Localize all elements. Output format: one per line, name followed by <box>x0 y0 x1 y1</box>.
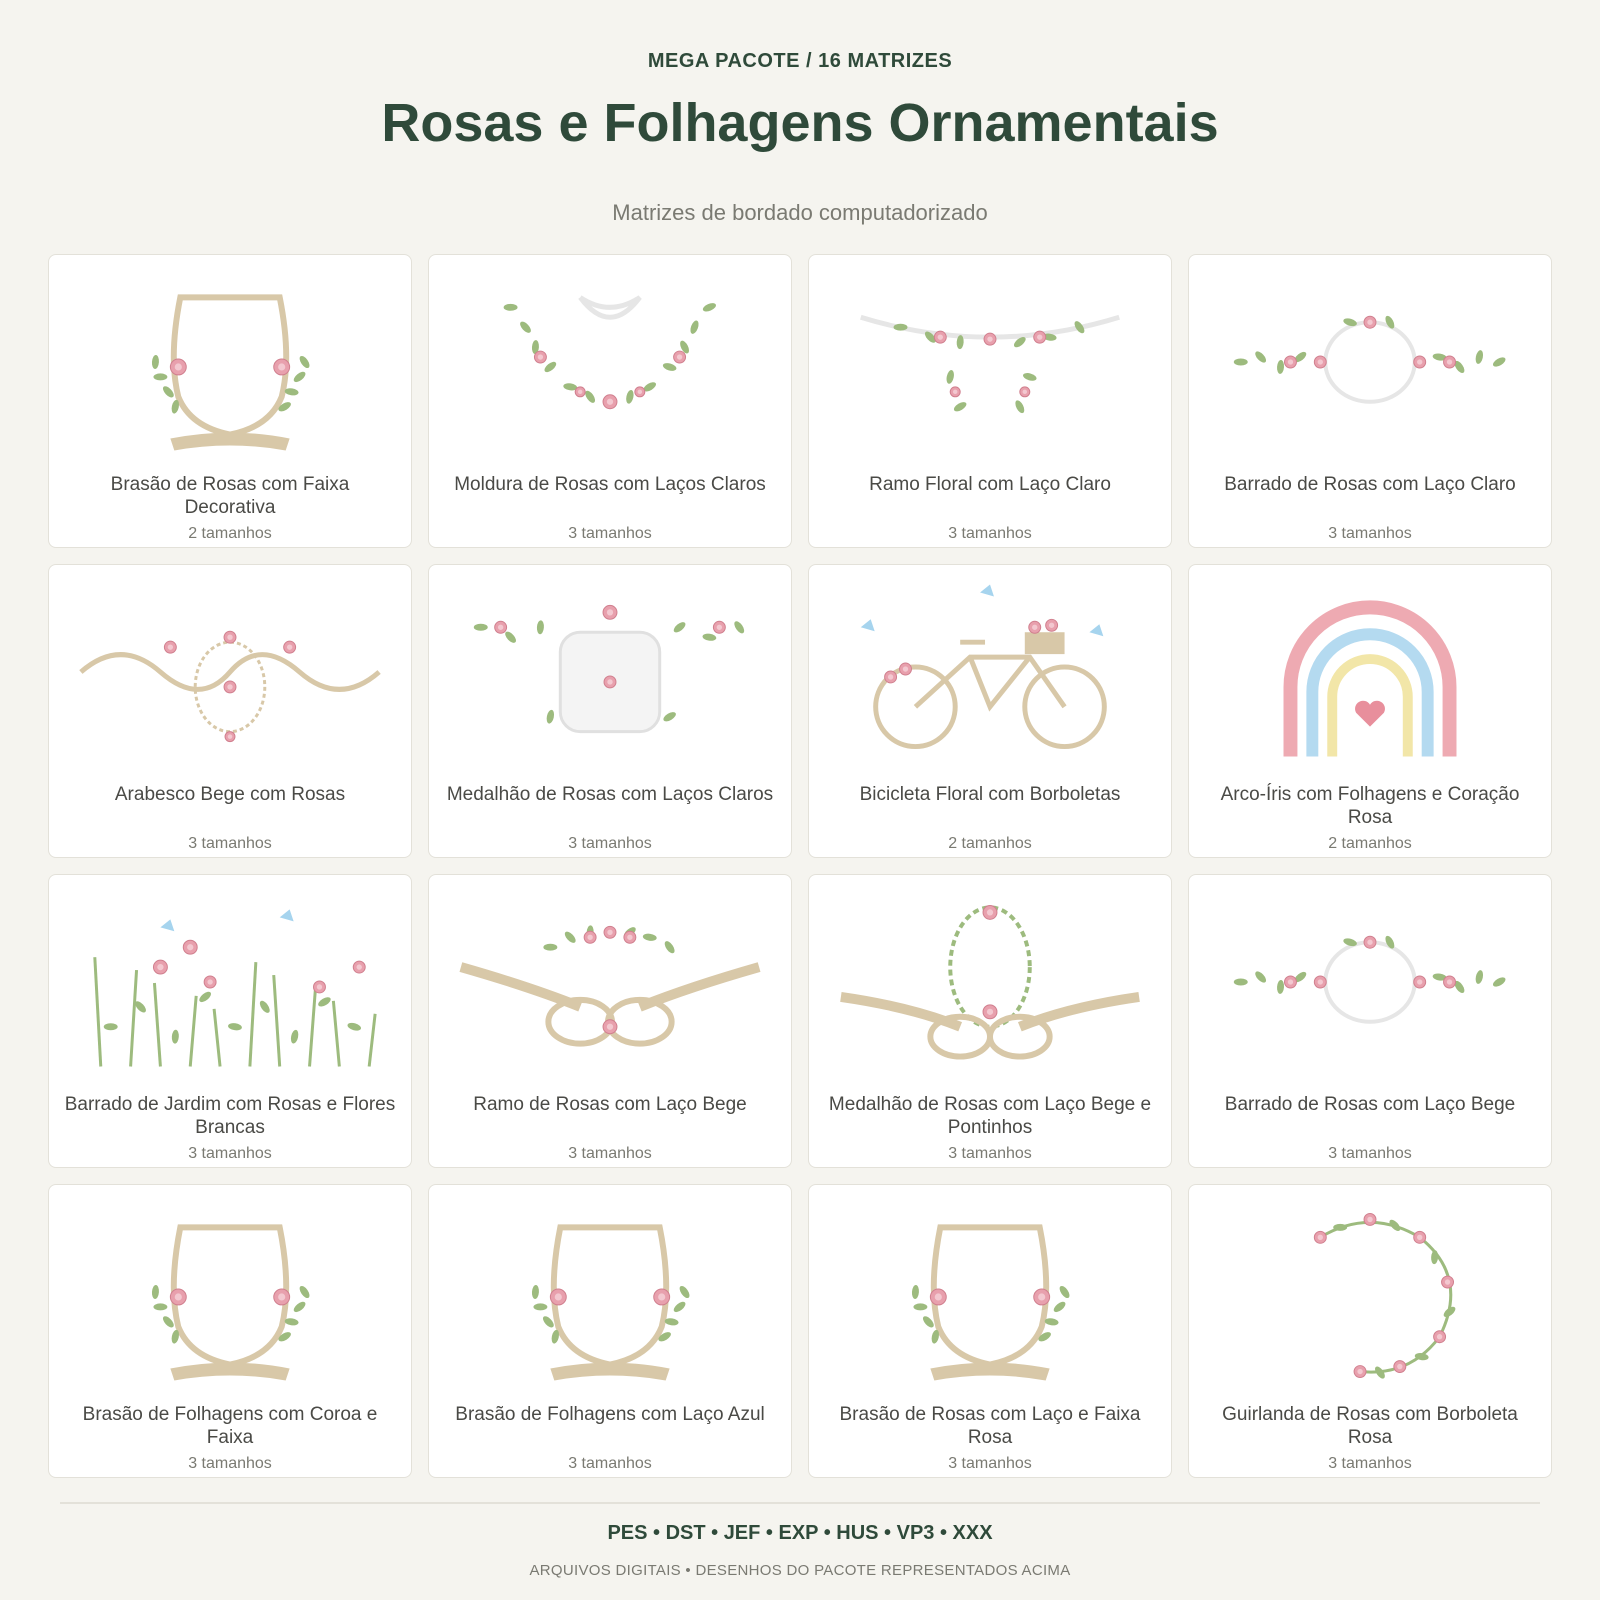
design-illustration <box>1201 887 1539 1077</box>
design-card[interactable]: Ramo de Rosas com Laço Bege 3 tamanhos <box>428 874 792 1168</box>
design-sizes: 3 tamanhos <box>1328 1455 1412 1472</box>
design-sizes: 3 tamanhos <box>568 835 652 852</box>
design-sizes: 3 tamanhos <box>1328 525 1412 542</box>
design-sizes: 3 tamanhos <box>568 525 652 542</box>
design-illustration <box>1201 267 1539 457</box>
design-card[interactable]: Barrado de Rosas com Laço Claro 3 tamanho… <box>1188 254 1552 548</box>
design-name: Moldura de Rosas com Laços Claros <box>454 474 766 495</box>
design-sizes: 3 tamanhos <box>568 1145 652 1162</box>
bowwreath-embroidery-art <box>840 904 1140 1060</box>
arabesque-embroidery-art <box>79 630 381 743</box>
design-name: Arabesco Bege com Rosas <box>114 784 346 805</box>
bicycle-embroidery-art <box>860 584 1107 750</box>
design-sizes: 2 tamanhos <box>188 525 272 542</box>
pack-kicker: MEGA PACOTE / 16 MATRIZES <box>647 50 953 72</box>
medallion-embroidery-art <box>473 604 745 734</box>
design-illustration <box>61 267 399 457</box>
design-card[interactable]: Brasão de Rosas com Faixa Decorativa 2 ta… <box>48 254 412 548</box>
crest-embroidery-art <box>531 1224 690 1381</box>
design-card[interactable]: Arco-Íris com Folhagens e Coração Rosa 2 … <box>1188 564 1552 858</box>
border-embroidery-art <box>1233 315 1506 404</box>
design-card[interactable]: Ramo Floral com Laço Claro 3 tamanhos <box>808 254 1172 548</box>
design-illustration <box>441 577 779 767</box>
design-sizes: 2 tamanhos <box>1328 835 1412 852</box>
design-sizes: 3 tamanhos <box>188 1455 272 1472</box>
page-title: Rosas e Folhagens Ornamentais <box>381 93 1219 153</box>
footer-note: ARQUIVOS DIGITAIS • DESENHOS DO PACOTE R… <box>529 1562 1071 1579</box>
design-illustration <box>61 577 399 767</box>
design-illustration <box>61 1197 399 1387</box>
design-card[interactable]: Moldura de Rosas com Laços Claros 3 taman… <box>428 254 792 548</box>
footer-divider <box>60 1502 1540 1504</box>
design-sizes: 3 tamanhos <box>948 1455 1032 1472</box>
design-name: Ramo de Rosas com Laço Bege <box>473 1094 747 1115</box>
crest-embroidery-art <box>151 1224 310 1381</box>
design-name: Medalhão de Rosas com Laços Claros <box>446 784 774 805</box>
design-illustration <box>441 267 779 457</box>
design-name: Brasão de Rosas com Laço e Faixa Rosa <box>839 1404 1141 1448</box>
design-grid: Brasão de Rosas com Faixa Decorativa 2 ta… <box>48 254 1552 1478</box>
design-name: Barrado de Rosas com Laço Claro <box>1224 474 1516 495</box>
design-name: Brasão de Rosas com Faixa Decorativa <box>110 474 350 518</box>
swag-embroidery-art <box>860 314 1120 414</box>
crest-embroidery-art <box>911 1224 1070 1381</box>
design-name: Barrado de Jardim com Rosas e Flores Bra… <box>64 1094 396 1138</box>
design-name: Ramo Floral com Laço Claro <box>869 474 1111 495</box>
design-name: Brasão de Folhagens com Laço Azul <box>455 1404 765 1425</box>
design-illustration <box>1201 1197 1539 1387</box>
design-card[interactable]: Arabesco Bege com Rosas 3 tamanhos <box>48 564 412 858</box>
design-name: Brasão de Folhagens com Coroa e Faixa <box>82 1404 378 1448</box>
design-sizes: 3 tamanhos <box>188 835 272 852</box>
design-card[interactable]: Guirlanda de Rosas com Borboleta Rosa 3 t… <box>1188 1184 1552 1478</box>
border-embroidery-art <box>1233 935 1506 1024</box>
design-sizes: 3 tamanhos <box>568 1455 652 1472</box>
design-card[interactable]: Medalhão de Rosas com Laços Claros 3 tama… <box>428 564 792 858</box>
design-illustration <box>821 577 1159 767</box>
design-card[interactable]: Barrado de Rosas com Laço Bege 3 tamanhos <box>1188 874 1552 1168</box>
design-illustration <box>821 267 1159 457</box>
design-card[interactable]: Brasão de Folhagens com Laço Azul 3 taman… <box>428 1184 792 1478</box>
design-card[interactable]: Barrado de Jardim com Rosas e Flores Bra… <box>48 874 412 1168</box>
design-illustration <box>1201 577 1539 767</box>
design-sizes: 3 tamanhos <box>188 1145 272 1162</box>
design-name: Arco-Íris com Folhagens e Coração Rosa <box>1220 784 1520 828</box>
design-card[interactable]: Bicicleta Floral com Borboletas 2 tamanho… <box>808 564 1172 858</box>
design-card[interactable]: Brasão de Rosas com Laço e Faixa Rosa 3 t… <box>808 1184 1172 1478</box>
garden-embroidery-art <box>93 909 377 1067</box>
design-sizes: 3 tamanhos <box>1328 1145 1412 1162</box>
design-name: Barrado de Rosas com Laço Bege <box>1224 1094 1516 1115</box>
design-illustration <box>441 1197 779 1387</box>
wreath-embroidery-art <box>503 295 716 410</box>
design-illustration <box>821 887 1159 1077</box>
rainbow-embroidery-art <box>1283 600 1457 757</box>
garland-embroidery-art <box>1313 1212 1456 1379</box>
design-illustration <box>61 887 399 1077</box>
design-card[interactable]: Brasão de Folhagens com Coroa e Faixa 3 t… <box>48 1184 412 1478</box>
design-name: Medalhão de Rosas com Laço Bege e Pontin… <box>828 1094 1152 1138</box>
design-sizes: 3 tamanhos <box>948 525 1032 542</box>
design-sizes: 3 tamanhos <box>948 1145 1032 1162</box>
crest-embroidery-art <box>151 294 310 451</box>
design-illustration <box>821 1197 1159 1387</box>
page-subtitle: Matrizes de bordado computadorizado <box>612 200 988 225</box>
bow-embroidery-art <box>459 925 761 1047</box>
design-name: Guirlanda de Rosas com Borboleta Rosa <box>1222 1404 1518 1448</box>
design-name: Bicicleta Floral com Borboletas <box>859 784 1121 805</box>
design-sizes: 2 tamanhos <box>948 835 1032 852</box>
file-formats: PES • DST • JEF • EXP • HUS • VP3 • XXX <box>607 1522 993 1544</box>
design-card[interactable]: Medalhão de Rosas com Laço Bege e Pontin… <box>808 874 1172 1168</box>
design-illustration <box>441 887 779 1077</box>
